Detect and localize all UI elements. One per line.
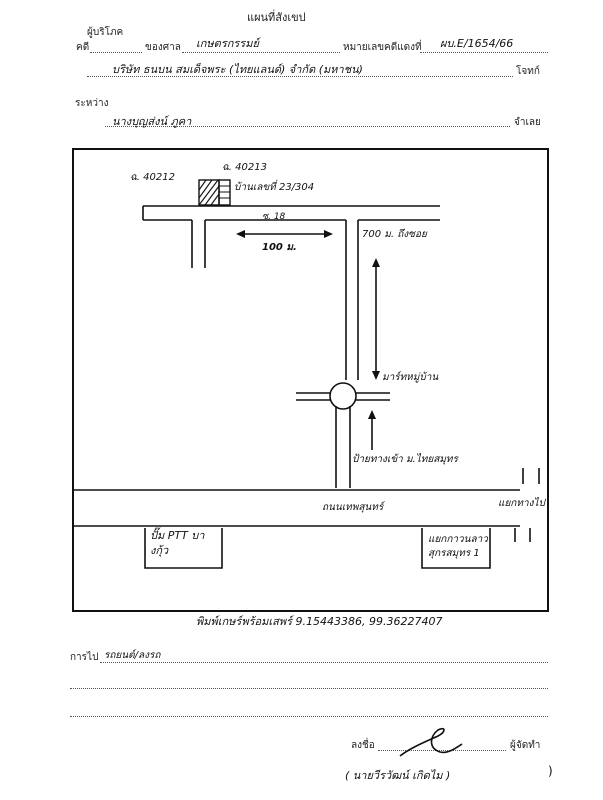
distance-700m-label: 700 ม. ถึงซอย [362,229,427,240]
house-lots [198,179,231,206]
between-label: ระหว่าง [75,98,109,109]
distance-100m-label: 100 ม. [262,242,297,253]
arrow-100m-head-right [324,230,333,238]
deed-left-label: ฉ. 40212 [130,172,175,183]
travel-blank-2 [70,688,548,689]
court-blank [182,52,340,53]
maker-name: ( นายวีรวัฒน์ เกิดไม ) [345,769,451,782]
plaintiff-value: บริษัท ธนบน สมเด็จพระ (ไทยแลนด์) จำกัด (… [112,63,363,76]
gas-station-box [144,528,223,569]
deed-right-label: ฉ. 40213 [222,162,267,173]
roundabout [329,382,357,410]
court-value: เกษตรกรรมย์ [196,37,259,50]
page-title: แผนที่สังเขป [247,11,306,24]
travel-label: การไป [70,652,99,663]
defendant-label: จำเลย [514,117,541,128]
travel-value: รถยนต์/ลงรถ [104,650,161,661]
travel-blank-1 [100,662,548,663]
entrance-sign-label: ป้ายทางเข้า ม.ไทยสมุทร [352,454,458,465]
phone-coordinates-label: พิมพ์เกษร์พร้อมเสพร์ 9.15443386, 99.3622… [196,615,443,628]
maker-label: ผู้จัดทำ [510,740,541,751]
defendant-value: นางบุญส่งน์ ภูคา [112,115,192,128]
right-landmark-label: แยกทางไป [498,498,545,509]
soi-label: ซ. 18 [262,212,286,222]
arrow-entrance-head [368,410,376,419]
case-label: คดี [76,42,90,53]
red-case-blank [420,52,548,53]
plaintiff-label: โจทก์ [516,66,540,77]
village-label: มาร์ทหมู่บ้าน [382,372,439,383]
court-label: ของศาล [145,42,181,53]
store-label-line2: สุกรสมุทร 1 [428,548,480,559]
store-box [421,528,491,569]
arrow-700m-head-top [372,258,380,267]
arrow-700m-head-bottom [372,371,380,380]
red-case-label: หมายเลขคดีแดงที่ [343,42,422,53]
red-case-value: ผบ.E/1654/66 [440,37,514,50]
arrow-100m-head-left [236,230,245,238]
house-number-label: บ้านเลขที่ 23/304 [234,182,315,193]
consumer-label: ผู้บริโภค [87,27,124,38]
store-label-line1: แยกกาวนลาว [428,534,488,545]
case-blank [90,52,142,53]
main-road-label: ถนนเทพสุนทร์ [322,502,384,513]
gas-station-label: ปั๊ม PTT บางกุ้ว [150,529,205,557]
maker-name-close-paren: ) [548,764,553,778]
map-frame [72,148,549,612]
travel-blank-3 [70,716,548,717]
plaintiff-blank [87,76,513,77]
sign-label: ลงชื่อ [351,740,375,751]
defendant-blank [105,126,510,127]
signature-blank [378,750,506,751]
